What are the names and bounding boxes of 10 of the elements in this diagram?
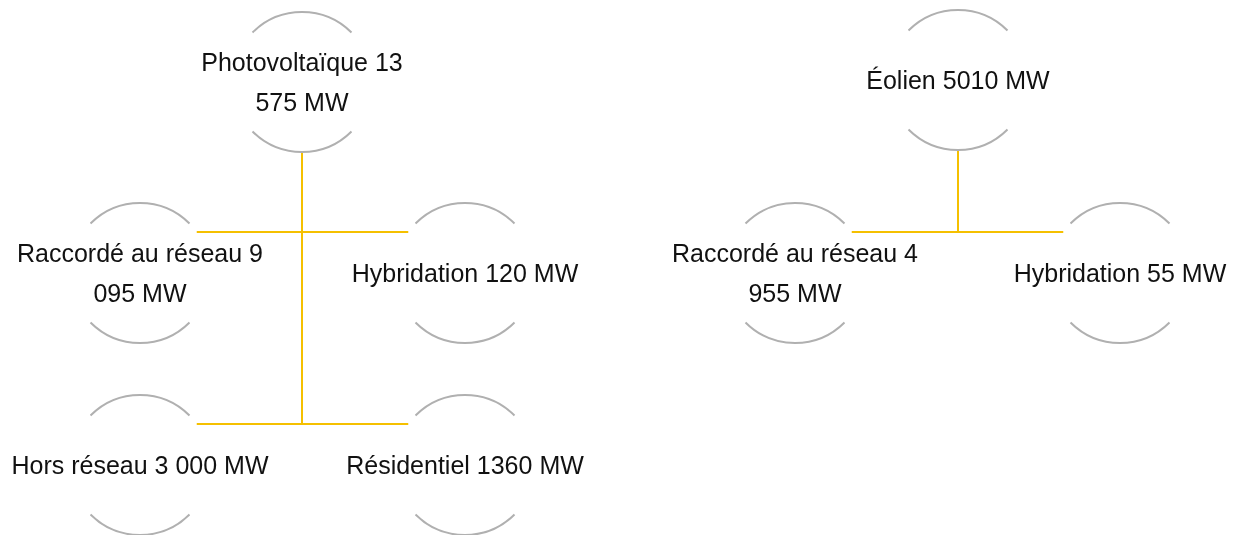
- node-label: Raccordé au réseau 4 955 MW: [671, 238, 919, 309]
- node-label: Hybridation 55 MW: [1012, 258, 1228, 289]
- connector-line: [301, 151, 410, 425]
- node-label: Éolien 5010 MW: [865, 65, 1051, 96]
- node-label: Hybridation 120 MW: [350, 258, 580, 289]
- node-label: Résidentiel 1360 MW: [345, 450, 585, 481]
- node-label: Raccordé au réseau 9 095 MW: [16, 238, 264, 309]
- connector-line: [957, 149, 1065, 233]
- node-label: Photovoltaïque 13 575 MW: [200, 47, 404, 118]
- node-label: Hors réseau 3 000 MW: [10, 450, 270, 481]
